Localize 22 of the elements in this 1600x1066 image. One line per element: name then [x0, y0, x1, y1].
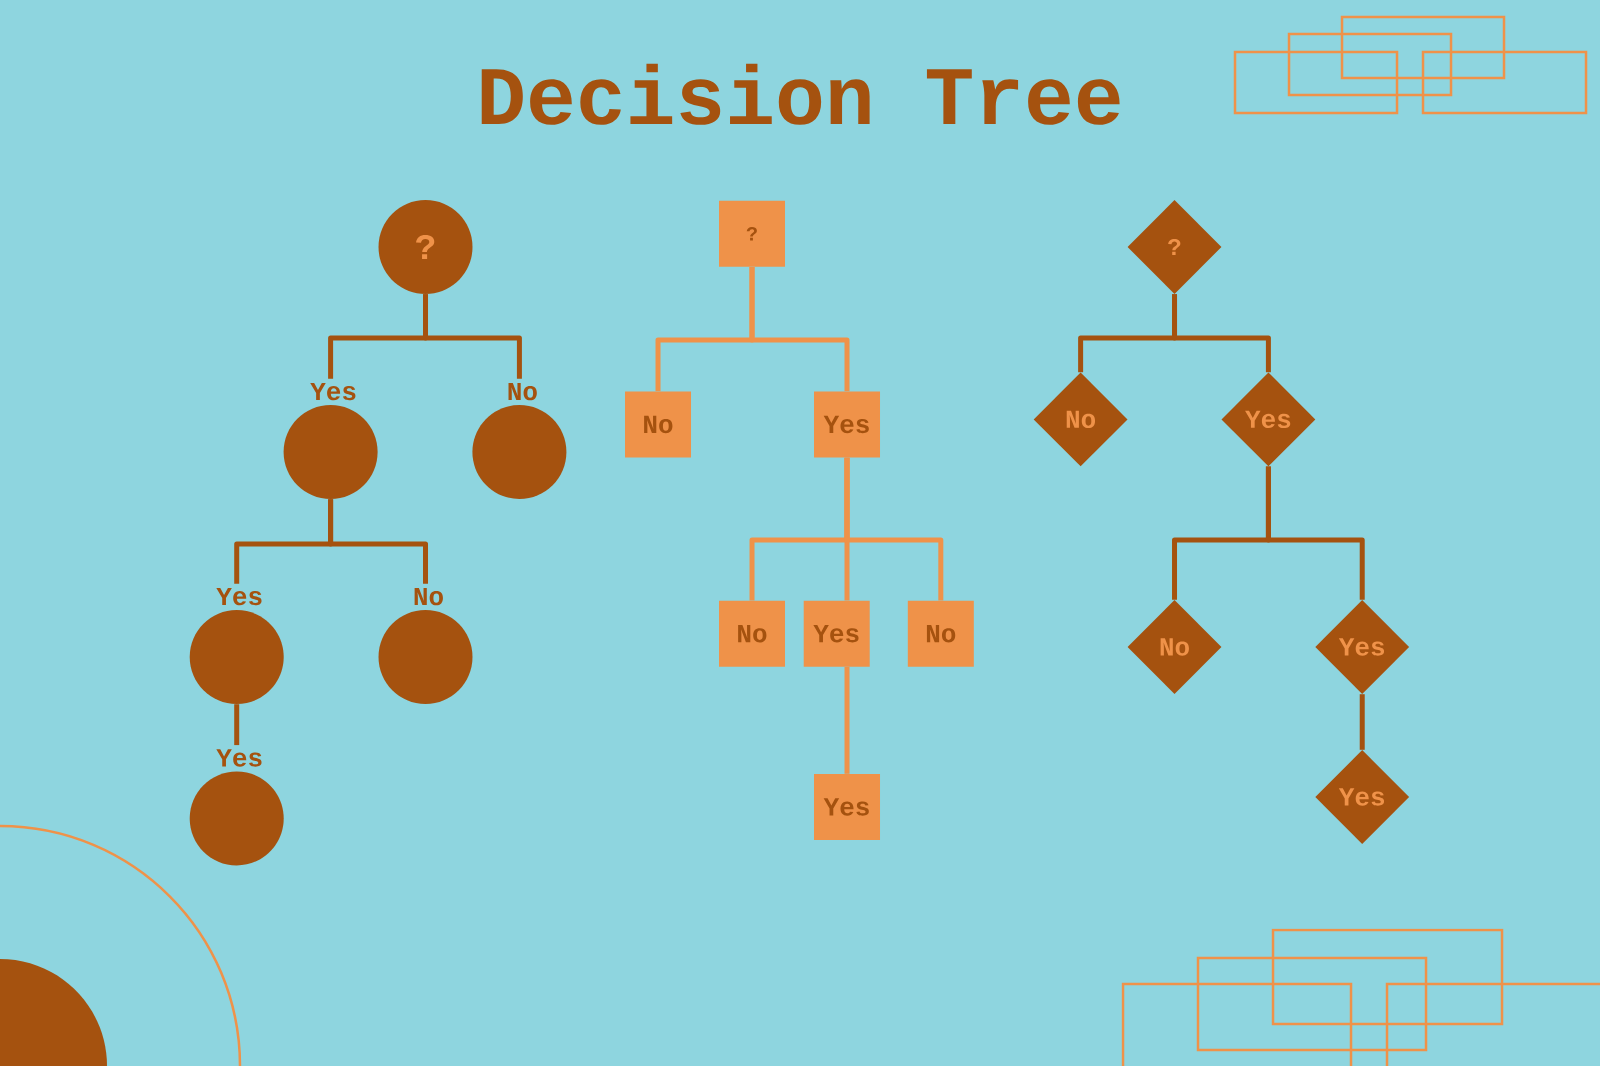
connector-line	[749, 266, 850, 392]
connector-line	[234, 704, 240, 746]
node-label: Yes	[216, 587, 262, 606]
node-box: No	[907, 600, 974, 667]
connector-line	[328, 499, 428, 584]
node-box: Yes	[814, 774, 880, 840]
node-label: Yes	[310, 382, 356, 401]
node-label: Yes	[216, 749, 262, 767]
node-box: No	[625, 391, 691, 458]
node-box: Yes	[803, 600, 870, 667]
connector-line	[423, 294, 522, 379]
node-label: No	[508, 382, 537, 401]
node-label: No	[414, 587, 443, 606]
connector-line	[844, 457, 944, 601]
node-box: Yes	[814, 391, 880, 458]
connector-line	[844, 666, 850, 774]
connector-line	[1265, 466, 1365, 600]
connector-line	[1172, 294, 1271, 373]
node-box: No	[719, 600, 785, 667]
node-box: ?	[719, 200, 785, 267]
title: Decision Tree	[481, 63, 1120, 125]
connector-line	[1359, 694, 1365, 750]
